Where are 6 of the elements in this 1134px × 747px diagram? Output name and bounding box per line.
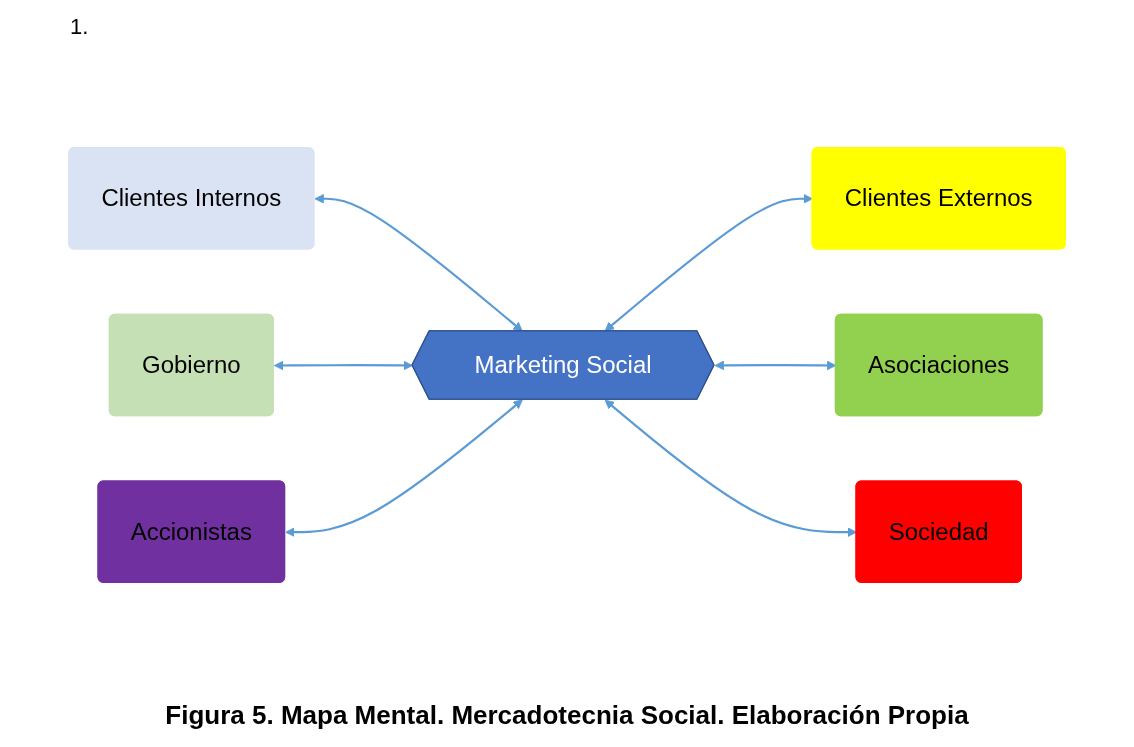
arrow [285, 399, 523, 537]
arrow [604, 399, 857, 537]
list-number: 1. [70, 14, 89, 40]
figure-caption: Figura 5. Mapa Mental. Mercadotecnia Social. Elaboración Propia [164, 700, 970, 731]
arrow [314, 193, 523, 332]
arrow [273, 360, 413, 371]
